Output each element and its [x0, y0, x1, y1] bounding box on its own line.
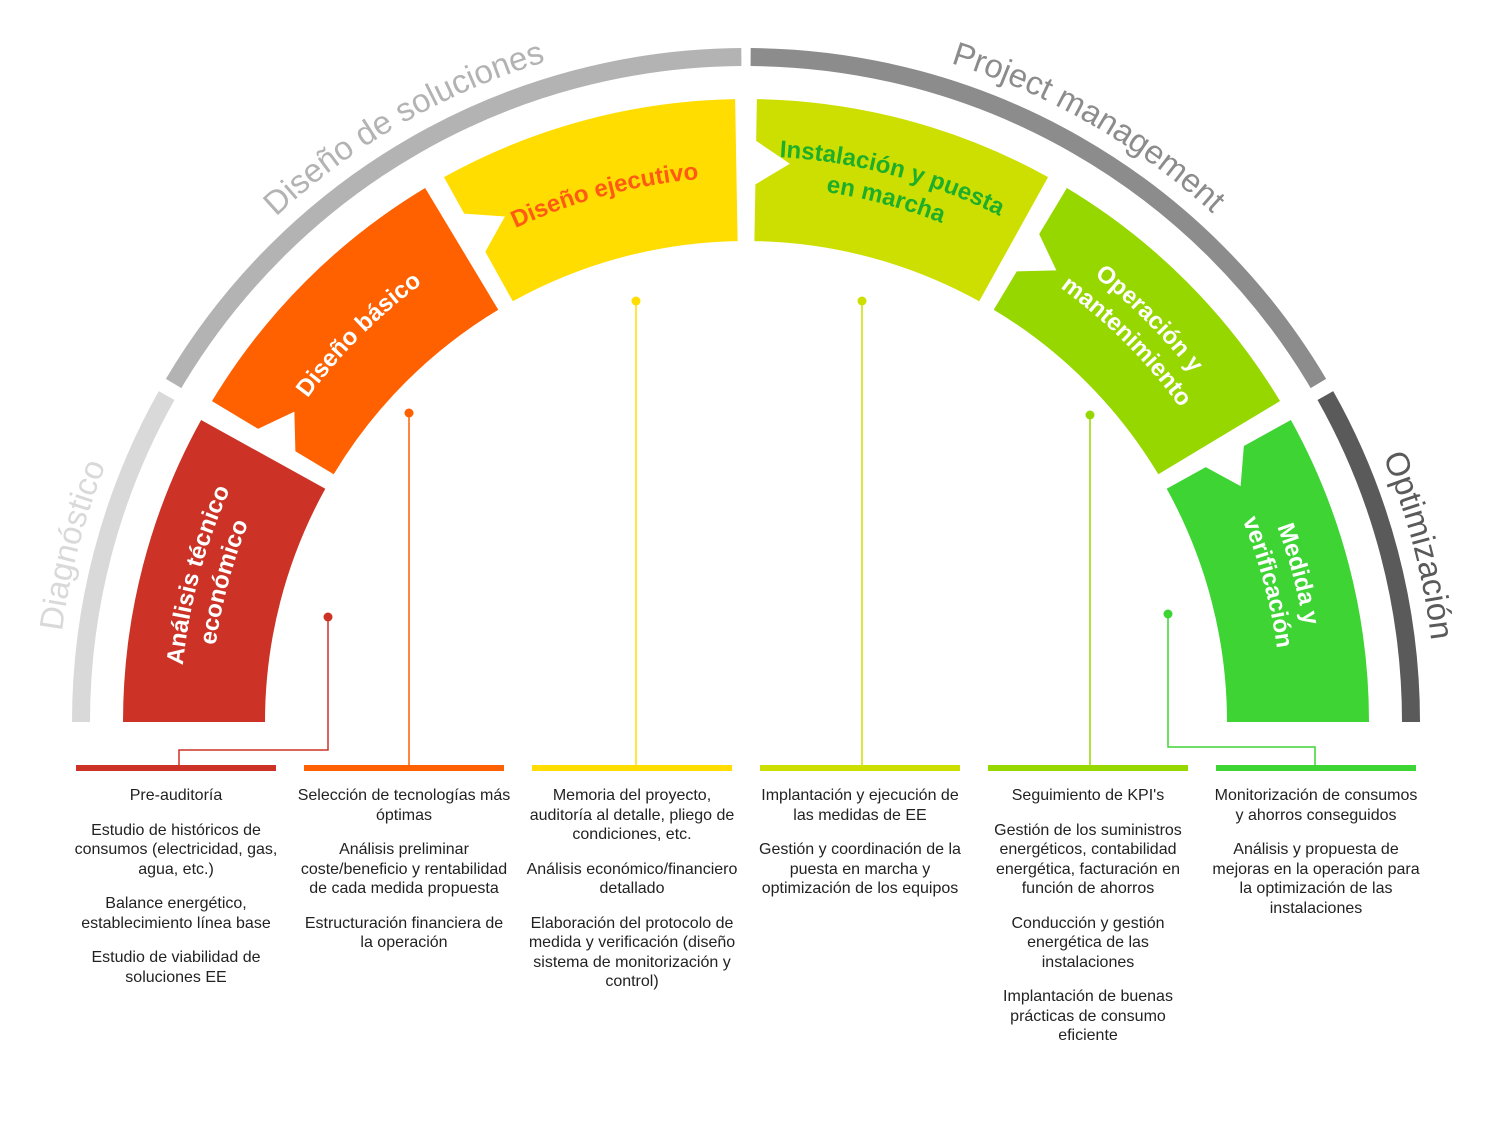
stage-color-bar	[760, 765, 960, 771]
phase-arc	[750, 48, 1327, 389]
leader-dot	[323, 612, 333, 622]
description-item: Estudio de históricos de consumos (elect…	[74, 821, 278, 878]
phase-arc	[72, 391, 175, 723]
leader-dot	[1163, 609, 1173, 619]
stage-band	[754, 99, 1049, 302]
segment-divider	[1158, 406, 1290, 486]
description-item: Estructuración financiera de la operació…	[304, 914, 504, 952]
leader-dot	[1085, 410, 1095, 420]
stage-color-bar	[304, 765, 504, 771]
description-item: Gestión de los suministros energéticos, …	[994, 821, 1182, 898]
description-item: Elaboración del protocolo de medida y ve…	[528, 914, 736, 991]
segment-divider	[430, 178, 510, 310]
description-item: Análisis económico/financiero detallado	[526, 860, 738, 898]
stage-description-column: Implantación y ejecución de las medidas …	[753, 786, 967, 914]
phase-arc	[165, 48, 742, 389]
description-item: Selección de tecnologías más óptimas	[297, 787, 511, 824]
description-item: Análisis preliminar coste/beneficio y re…	[300, 841, 508, 897]
stage-color-bar	[988, 765, 1188, 771]
description-item: Conducción y gestión energética de las i…	[1011, 914, 1165, 971]
stage-band	[1166, 419, 1369, 722]
stage-band	[211, 187, 499, 475]
flow-arrow-icon	[452, 212, 505, 262]
description-item: Monitorización de consumos y ahorros con…	[1214, 787, 1418, 824]
description-item: Pre-auditoría	[129, 787, 223, 804]
description-item: Estudio de viabilidad de soluciones EE	[91, 949, 261, 986]
description-item: Memoria del proyecto, auditoría al detal…	[529, 787, 735, 843]
description-item: Análisis y propuesta de mejoras en la op…	[1212, 841, 1420, 917]
stage-segment: Diseño ejecutivo	[443, 99, 738, 302]
leader-line	[1167, 614, 1316, 768]
leader-lines	[178, 296, 1316, 768]
stage-band	[993, 187, 1281, 475]
leader-dot	[404, 408, 414, 418]
stage-color-bar	[532, 765, 732, 771]
description-item: Implantación y ejecución de las medidas …	[761, 787, 959, 824]
description-item: Gestión y coordinación de la puesta en m…	[759, 841, 961, 897]
stage-band	[123, 419, 326, 722]
stage-color-bar	[1216, 765, 1416, 771]
description-item: Balance energético, establecimiento líne…	[81, 895, 271, 932]
stage-description-column: Monitorización de consumos y ahorros con…	[1209, 786, 1423, 933]
flow-arrow-icon	[746, 134, 790, 190]
phase-arc	[1317, 391, 1420, 723]
description-item: Implantación de buenas prácticas de cons…	[1003, 988, 1173, 1044]
description-item: Seguimiento de KPI's	[1011, 787, 1165, 804]
flow-arrow-icon	[1006, 223, 1057, 272]
stage-color-bar	[76, 765, 276, 771]
leader-dot	[631, 296, 641, 306]
flow-arrow-icon	[247, 411, 296, 462]
stage-band	[443, 99, 738, 302]
stage-description-column: Memoria del proyecto, auditoría al detal…	[525, 786, 739, 1007]
stage-segment: Diseño básico	[211, 187, 499, 475]
leader-line	[178, 617, 329, 768]
leader-dot	[857, 296, 867, 306]
flow-arrow-icon	[1196, 434, 1245, 487]
